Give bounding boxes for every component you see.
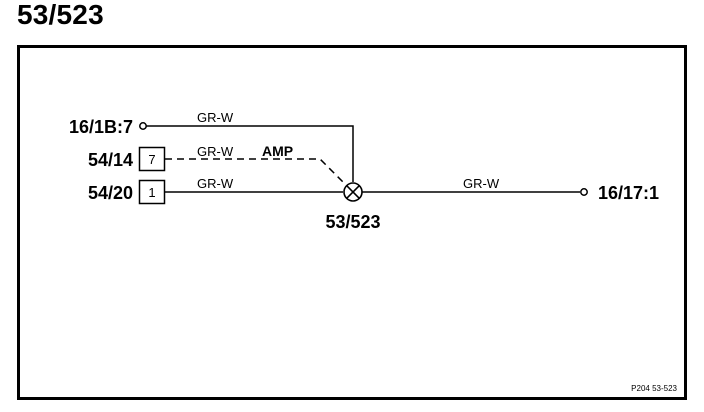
reference-code: P204 53-523 xyxy=(631,384,677,393)
terminal-open-circle-icon xyxy=(580,188,588,196)
wire-top xyxy=(146,125,354,182)
page-title: 53/523 xyxy=(17,0,104,30)
amp-label: AMP xyxy=(262,143,293,159)
splice-label: 53/523 xyxy=(325,212,380,232)
wire-label-right: GR-W xyxy=(463,176,500,191)
terminal-open-circle-icon xyxy=(139,122,147,130)
connector-pin-box-bottom xyxy=(138,179,166,205)
wire-label-bottom: GR-W xyxy=(197,176,234,191)
connector-pin-middle: 7 xyxy=(148,152,155,167)
terminal-label-16-17-1: 16/17:1 xyxy=(598,183,659,203)
wire-label-top: GR-W xyxy=(197,110,234,125)
terminal-label-16-1b-7: 16/1B:7 xyxy=(69,117,133,137)
wire-middle-dashed xyxy=(165,158,347,186)
diagram-frame xyxy=(17,45,687,400)
wire-label-middle: GR-W xyxy=(197,144,234,159)
connector-pin-bottom: 1 xyxy=(148,185,155,200)
terminal-label-54-20: 54/20 xyxy=(88,183,133,203)
connector-pin-box-middle xyxy=(138,146,166,172)
terminal-label-54-14: 54/14 xyxy=(88,150,133,170)
splice-crossed-circle-icon xyxy=(343,182,363,202)
